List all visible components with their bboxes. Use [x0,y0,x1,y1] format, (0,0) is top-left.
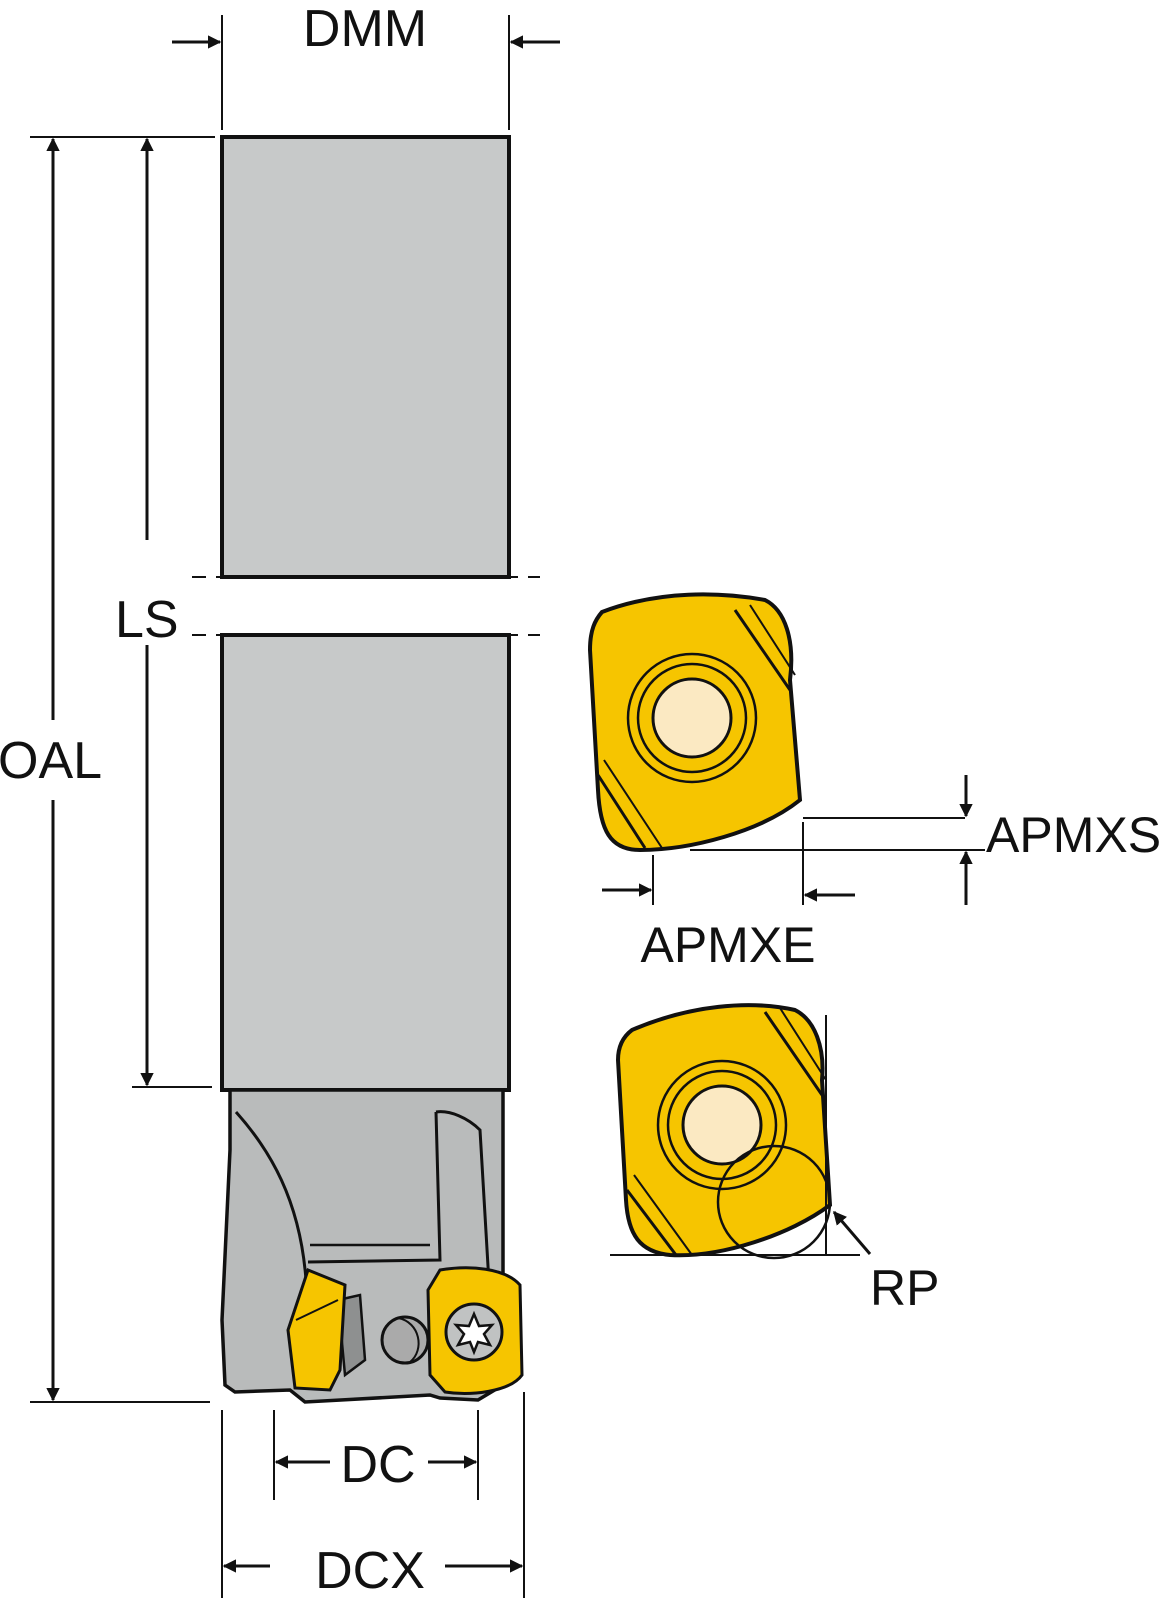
rp-dimension: RP [610,1015,939,1316]
head-insert-left [286,1268,347,1392]
dc-label: DC [340,1436,415,1494]
dc-dimension: DC [273,1410,479,1500]
apmxe-dimension: APMXE [602,822,855,973]
head-insert-right [426,1266,524,1395]
oal-label: OAL [0,732,102,790]
dcx-dimension: DCX [221,1392,525,1600]
oal-dimension: OAL [0,136,215,1403]
ls-label: LS [115,591,179,649]
dmm-label: DMM [303,0,427,58]
apmxs-dimension: APMXS [690,775,1161,905]
torx-screw-icon [453,1310,495,1356]
dcx-label: DCX [315,1542,425,1600]
apmxe-label: APMXE [640,917,815,973]
dmm-dimension: DMM [172,0,560,130]
tool-shank [192,135,540,1092]
apmxs-label: APMXS [986,807,1161,863]
insert-detail-top [587,592,803,853]
rp-label: RP [870,1260,939,1316]
insert-detail-bottom [615,1003,833,1260]
ls-dimension: LS [115,137,212,1088]
